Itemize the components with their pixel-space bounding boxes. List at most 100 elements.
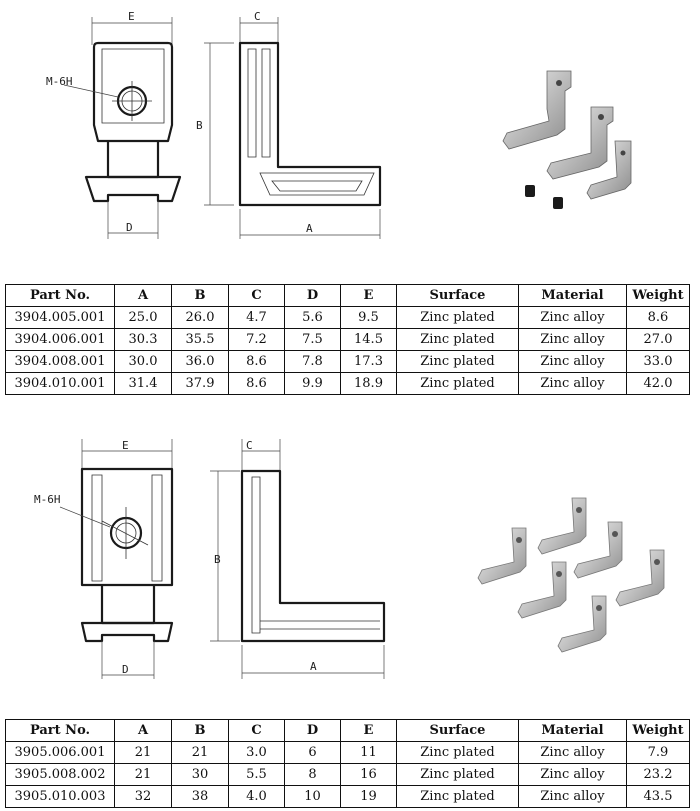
cell: 4.7	[228, 306, 285, 329]
cell: 3905.008.002	[5, 763, 115, 786]
dim-b-label: B	[196, 119, 203, 132]
cell: Zinc alloy	[518, 785, 627, 808]
cell: Zinc alloy	[518, 372, 627, 395]
table-row: 3904.006.001 30.3 35.5 7.2 7.5 14.5 Zinc…	[5, 328, 690, 351]
cell: 3.0	[228, 741, 285, 764]
cell: 35.5	[171, 328, 229, 351]
cell: 14.5	[340, 328, 397, 351]
product-photo-1	[502, 70, 632, 209]
header-a: A	[114, 719, 172, 742]
cell: 3904.006.001	[5, 328, 115, 351]
cell: 26.0	[171, 306, 229, 329]
dim-d-label: D	[126, 221, 133, 234]
cell: 10	[284, 785, 341, 808]
cell: 19	[340, 785, 397, 808]
cell: 38	[171, 785, 229, 808]
side-view-drawing-1: C B A	[196, 10, 382, 239]
cell: 30.0	[114, 350, 172, 373]
cell: Zinc plated	[396, 306, 519, 329]
cell: Zinc plated	[396, 372, 519, 395]
cell: Zinc alloy	[518, 350, 627, 373]
cell: Zinc plated	[396, 763, 519, 786]
cell: Zinc plated	[396, 328, 519, 351]
dim-e-label: E	[128, 10, 135, 23]
header-surface: Surface	[396, 284, 519, 307]
cell: 3904.005.001	[5, 306, 115, 329]
header-b: B	[171, 719, 229, 742]
cell: 3904.010.001	[5, 372, 115, 395]
cell: 5.5	[228, 763, 285, 786]
cell: Zinc alloy	[518, 763, 627, 786]
cell: 7.5	[284, 328, 341, 351]
cell: 21	[114, 763, 172, 786]
header-weight: Weight	[626, 719, 690, 742]
cell: 9.5	[340, 306, 397, 329]
table-row: 3904.005.001 25.0 26.0 4.7 5.6 9.5 Zinc …	[5, 306, 690, 329]
cell: 5.6	[284, 306, 341, 329]
cell: 8.6	[228, 372, 285, 395]
cell: 30.3	[114, 328, 172, 351]
cell: 6	[284, 741, 341, 764]
table-header-row: Part No. A B C D E Surface Material Weig…	[5, 719, 690, 742]
table-row: 3904.010.001 31.4 37.9 8.6 9.9 18.9 Zinc…	[5, 372, 690, 395]
product-photo-2	[477, 497, 665, 653]
header-d: D	[284, 284, 341, 307]
cell: Zinc alloy	[518, 741, 627, 764]
table-row: 3905.008.002 21 30 5.5 8 16 Zinc plated …	[5, 763, 690, 786]
cell: 36.0	[171, 350, 229, 373]
cell: 21	[114, 741, 172, 764]
header-b: B	[171, 284, 229, 307]
header-d: D	[284, 719, 341, 742]
cell: 23.2	[626, 763, 690, 786]
cell: 42.0	[626, 372, 690, 395]
cell: 7.9	[626, 741, 690, 764]
cell: 30	[171, 763, 229, 786]
dim-b-label-2: B	[214, 553, 221, 566]
cell: 11	[340, 741, 397, 764]
cell: 8.6	[626, 306, 690, 329]
table-header-row: Part No. A B C D E Surface Material Weig…	[5, 284, 690, 307]
header-c: C	[228, 284, 285, 307]
header-weight: Weight	[626, 284, 690, 307]
cell: 8.6	[228, 350, 285, 373]
cell: 16	[340, 763, 397, 786]
table-row: 3905.006.001 21 21 3.0 6 11 Zinc plated …	[5, 741, 690, 764]
cell: 9.9	[284, 372, 341, 395]
cell: 3905.010.003	[5, 785, 115, 808]
cell: 43.5	[626, 785, 690, 808]
front-view-drawing-1: E M-6H D	[46, 10, 182, 239]
dim-a-label-2: A	[310, 660, 317, 673]
cell: 7.2	[228, 328, 285, 351]
cell: 32	[114, 785, 172, 808]
spec-table-1: Part No. A B C D E Surface Material Weig…	[5, 284, 690, 395]
header-material: Material	[518, 284, 627, 307]
header-e: E	[340, 719, 397, 742]
header-c: C	[228, 719, 285, 742]
cell: 25.0	[114, 306, 172, 329]
header-part-no: Part No.	[5, 719, 115, 742]
dim-d-label-2: D	[122, 663, 129, 676]
cell: 33.0	[626, 350, 690, 373]
side-view-drawing-2: C B A	[210, 439, 386, 679]
cell: 27.0	[626, 328, 690, 351]
spec-table-2: Part No. A B C D E Surface Material Weig…	[5, 719, 690, 808]
table-row: 3904.008.001 30.0 36.0 8.6 7.8 17.3 Zinc…	[5, 350, 690, 373]
cell: 31.4	[114, 372, 172, 395]
dim-a-label: A	[306, 222, 313, 235]
cell: 18.9	[340, 372, 397, 395]
cell: 8	[284, 763, 341, 786]
header-a: A	[114, 284, 172, 307]
cell: 21	[171, 741, 229, 764]
thread-label-2: M-6H	[34, 493, 61, 506]
front-view-drawing-2: E M-6H D	[34, 439, 174, 679]
cell: 7.8	[284, 350, 341, 373]
cell: Zinc plated	[396, 741, 519, 764]
cell: 17.3	[340, 350, 397, 373]
cell: 37.9	[171, 372, 229, 395]
cell: Zinc plated	[396, 785, 519, 808]
cell: 3904.008.001	[5, 350, 115, 373]
cell: Zinc alloy	[518, 306, 627, 329]
table-row: 3905.010.003 32 38 4.0 10 19 Zinc plated…	[5, 785, 690, 808]
cell: 4.0	[228, 785, 285, 808]
header-surface: Surface	[396, 719, 519, 742]
